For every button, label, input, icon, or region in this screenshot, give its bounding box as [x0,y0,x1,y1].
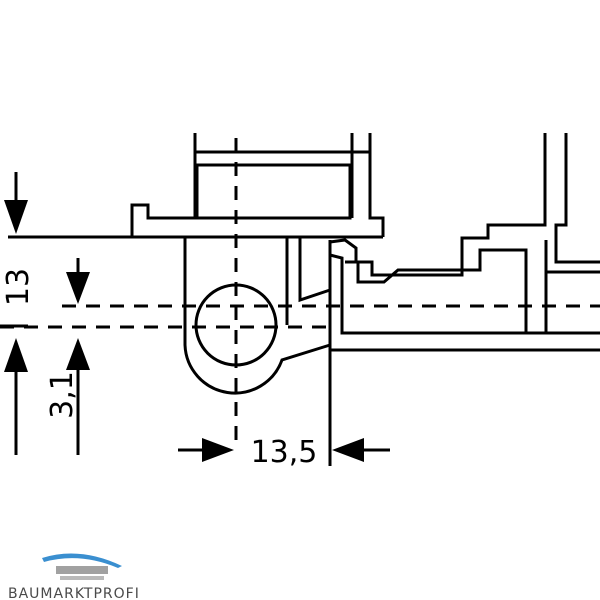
dimension-3-1-label: 3,1 [45,371,80,419]
hinge-body [183,237,331,395]
baumarktprofi-logo [42,553,122,580]
upper-profile [130,133,385,237]
center-lines [0,138,600,440]
frame-profile [328,133,600,466]
hinge-pin-circle [194,283,278,367]
logo-bar-icon [56,566,108,574]
dimension-13-label: 13 [1,268,36,306]
dimension-13-5-label: 13,5 [251,435,318,470]
dimension-3-1-vertical [66,258,90,455]
dimension-13-vertical [0,172,28,455]
dimension-13-5-horizontal [178,438,390,462]
logo-roof-icon [42,553,122,568]
brand-watermark: BAUMARKTPROFI [8,586,140,600]
